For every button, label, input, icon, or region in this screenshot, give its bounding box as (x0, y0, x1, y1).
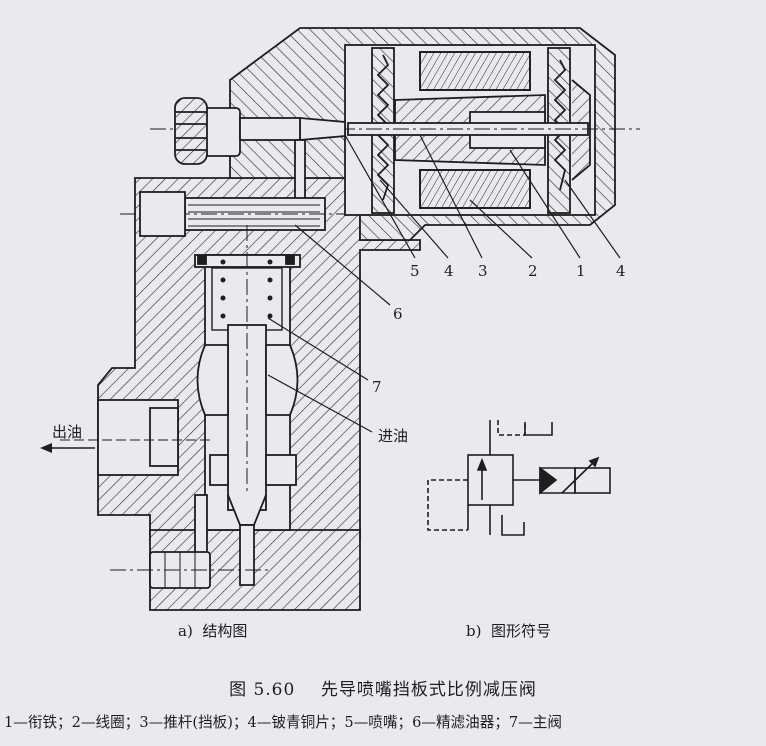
figure-title: 图 5.60 先导喷嘴挡板式比例减压阀 (229, 680, 537, 700)
part-label-4: 4 (444, 262, 454, 280)
drain-line (501, 515, 525, 536)
outlet-label: 出油 (52, 423, 82, 441)
main-spring (220, 259, 273, 319)
part-label-6: 6 (393, 305, 403, 323)
part-label-2: 2 (528, 262, 538, 280)
part-label-3: 3 (478, 262, 488, 280)
pilot-line-top2 (524, 422, 553, 436)
leader-lines (267, 134, 621, 433)
inlet-chamber (196, 344, 229, 416)
adjust-knob (174, 97, 208, 165)
symbol-caption: b) 图形符号 (466, 622, 551, 640)
graphic-symbol (427, 420, 611, 536)
pilot-line-left (427, 479, 468, 531)
part-label-7: 7 (372, 378, 382, 396)
valve-drawing: 5 4 3 2 1 4 6 7 出油 进油 a) 结构图 b) 图形符号 (40, 27, 640, 640)
part-label-5: 5 (410, 262, 420, 280)
inlet-label: 进油 (378, 427, 408, 445)
valve-box (467, 454, 514, 506)
structure-caption: a) 结构图 (178, 622, 247, 640)
spring-plate-right (553, 59, 567, 191)
outlet-arrow-icon (40, 443, 95, 453)
coil-upper (419, 51, 531, 91)
pilot-line-top (497, 420, 526, 436)
part-label-4b: 4 (616, 262, 626, 280)
lock-nut (204, 107, 241, 157)
coil-lower (419, 169, 531, 209)
figure-legend: 1—衔铁；2—线圈；3—推杆(挡板)；4—铍青铜片；5—喷嘴；6—精滤油器；7—… (4, 714, 562, 731)
part-label-1: 1 (576, 262, 586, 280)
nozzle (299, 117, 346, 141)
valve-cross-section (60, 27, 640, 611)
